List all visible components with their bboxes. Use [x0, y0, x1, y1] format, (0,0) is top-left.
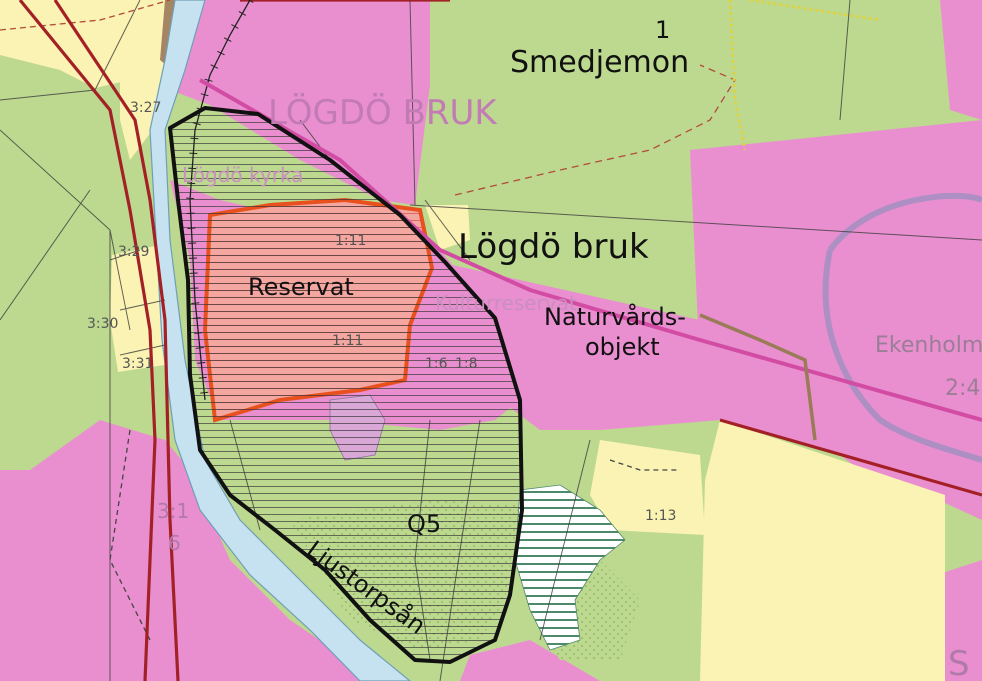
parcel-1-11-upper: 1:11: [335, 233, 366, 249]
label-kulturreservat: Kulturreservat: [435, 291, 577, 315]
label-ekenholm: Ekenholm: [875, 333, 982, 358]
label-edge-letter: S: [948, 644, 970, 681]
parcel-2-48: 2:48: [945, 376, 982, 401]
roads: [18, 0, 982, 681]
open-field-southeast: [700, 420, 945, 681]
main-road: [199, 78, 982, 422]
label-logdo-bruk: Lögdö bruk: [458, 227, 649, 267]
study-area-boundary: [168, 106, 524, 664]
label-q5: Q5: [407, 510, 441, 538]
label-reservat: Reservat: [248, 273, 354, 301]
parcel-3-1: 3:1: [157, 499, 189, 523]
label-logdo-bruk-upper: LÖGDÖ BRUK: [268, 92, 498, 133]
pink-zone-top-right: [940, 0, 982, 120]
shoreline-ring-east: [822, 192, 982, 463]
pink-zone-south: [460, 640, 600, 681]
parcel-1-11-lower: 1:11: [332, 333, 363, 349]
parcel-3-31: 3:31: [122, 356, 153, 372]
dashed-paths: [0, 0, 881, 641]
label-smedjemon: Smedjemon: [510, 45, 689, 80]
label-naturvards-line2: objekt: [585, 333, 660, 361]
parcel-1-8: 1:8: [455, 356, 478, 372]
parcel-6: 6: [168, 531, 181, 555]
railway: [185, 0, 254, 401]
pink-zone-village: [170, 0, 430, 205]
open-field-small: [590, 440, 705, 535]
parcel-3-30: 3:30: [87, 316, 118, 332]
label-logdo-kyrka: Lögdö kyrka: [182, 163, 303, 187]
pink-zone-southwest-lower: [100, 540, 240, 681]
label-naturvards-line1: Naturvårds-: [544, 302, 686, 331]
parcel-3-27: 3:27: [130, 100, 161, 116]
parcel-3-29: 3:29: [118, 244, 149, 260]
marsh-area: [514, 484, 626, 651]
open-field-logdo: [425, 205, 470, 250]
label-smedjemon-number: 1: [655, 16, 670, 44]
parcel-1-6: 1:6: [425, 356, 448, 372]
track: [699, 313, 817, 441]
parcel-1-13: 1:13: [645, 508, 676, 524]
